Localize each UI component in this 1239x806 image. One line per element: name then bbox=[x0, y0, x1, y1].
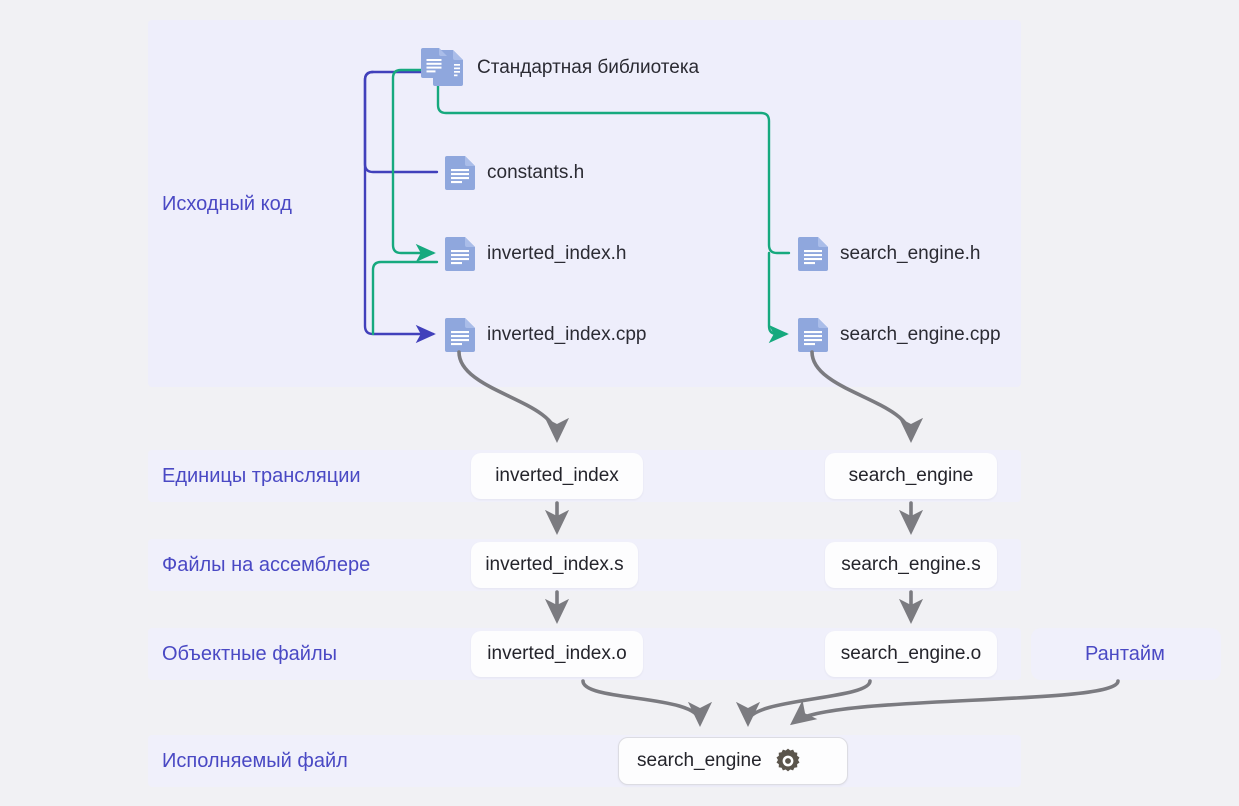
source-file-label: constants.h bbox=[487, 162, 585, 183]
source-file-label: search_engine.h bbox=[840, 243, 981, 264]
translation-unit-search-engine[interactable]: search_engine bbox=[825, 453, 997, 499]
document-icon bbox=[798, 318, 828, 352]
source-file-label: Стандартная библиотека bbox=[477, 57, 700, 78]
object-file-search-engine[interactable]: search_engine.o bbox=[825, 631, 997, 677]
executable-label: search_engine bbox=[637, 750, 762, 771]
edge-obj-search-engine-to-exec bbox=[736, 679, 872, 728]
source-file-label: search_engine.cpp bbox=[840, 324, 1001, 345]
documents-stack-icon bbox=[421, 48, 465, 88]
runtime-label: Рантайм bbox=[1085, 643, 1165, 665]
stage-label-source: Исходный код bbox=[162, 193, 292, 215]
source-file-search-engine-h[interactable]: search_engine.h bbox=[798, 237, 981, 271]
source-file-constants-h[interactable]: constants.h bbox=[445, 156, 584, 190]
document-icon bbox=[798, 237, 828, 271]
executable-search-engine[interactable]: search_engine bbox=[618, 737, 848, 785]
stage-label-translation-units: Единицы трансляции bbox=[162, 465, 361, 487]
assembly-file-search-engine[interactable]: search_engine.s bbox=[825, 542, 997, 588]
document-icon bbox=[445, 237, 475, 271]
source-file-search-engine-cpp[interactable]: search_engine.cpp bbox=[798, 318, 1001, 352]
stage-label-executable: Исполняемый файл bbox=[162, 750, 348, 772]
stage-label-assembly-files: Файлы на ассемблере bbox=[162, 554, 371, 576]
document-icon bbox=[445, 156, 475, 190]
object-file-inverted-index[interactable]: inverted_index.o bbox=[471, 631, 643, 677]
edge-runtime-to-exec bbox=[790, 679, 1120, 726]
source-file-inverted-index-cpp[interactable]: inverted_index.cpp bbox=[445, 318, 647, 352]
source-file-inverted-index-h[interactable]: inverted_index.h bbox=[445, 237, 626, 271]
stage-label-object-files: Объектные файлы bbox=[162, 643, 337, 665]
source-file-label: inverted_index.cpp bbox=[487, 324, 647, 345]
assembly-file-inverted-index[interactable]: inverted_index.s bbox=[471, 542, 638, 588]
executable-band bbox=[148, 735, 1021, 787]
translation-unit-inverted-index[interactable]: inverted_index bbox=[471, 453, 643, 499]
document-icon bbox=[445, 318, 475, 352]
gear-icon bbox=[774, 747, 802, 775]
source-file-label: inverted_index.h bbox=[487, 243, 627, 264]
source-file-stdlib[interactable]: Стандартная библиотека bbox=[421, 48, 699, 88]
runtime-band bbox=[1031, 628, 1221, 680]
edge-obj-inverted-index-to-exec bbox=[581, 679, 712, 728]
